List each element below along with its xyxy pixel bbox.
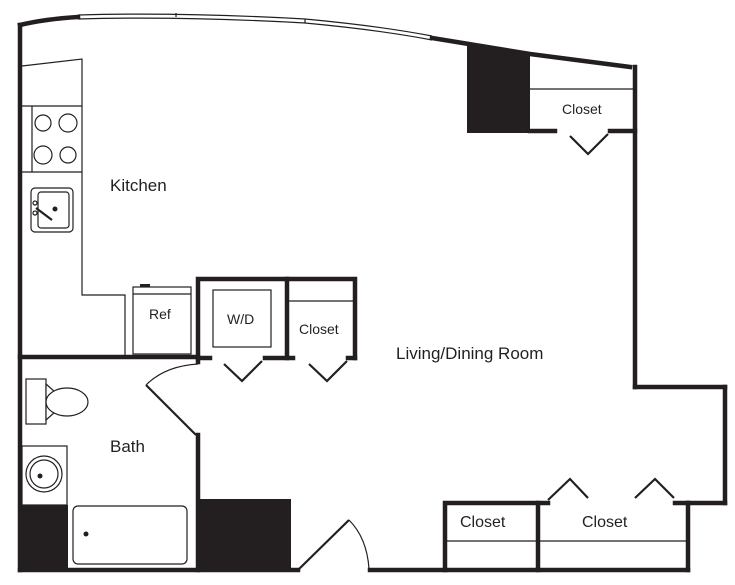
kitchen-sink-icon: [30, 187, 74, 233]
exterior-wall-top: [17, 13, 633, 70]
exterior-wall-right: [632, 64, 728, 506]
room-label-living-dining: Living/Dining Room: [396, 344, 544, 363]
entry-door: [298, 519, 370, 570]
closet-label-bottom-left: Closet: [460, 514, 506, 531]
structural-block-bath: [20, 505, 68, 570]
closet-label-top-right: Closet: [562, 101, 602, 117]
structural-column-top: [467, 44, 530, 133]
fixture-label-washer-dryer: W/D: [227, 311, 255, 327]
washer-dryer-icon: [212, 289, 272, 348]
structural-column-bottom: [198, 499, 291, 570]
fixture-label-refrigerator: Ref: [149, 306, 171, 322]
closet-top-right: [527, 88, 638, 156]
kitchen-counter: [21, 58, 126, 356]
closets-bottom: [442, 477, 691, 573]
bathtub-icon: [72, 505, 188, 565]
stove-icon: [33, 113, 78, 165]
bath-sink-icon: [21, 445, 68, 506]
room-label-bath: Bath: [110, 437, 145, 456]
room-label-kitchen: Kitchen: [110, 176, 167, 195]
bath-door: [145, 363, 199, 436]
laundry-closet-walls: [195, 276, 358, 383]
closet-label-bottom-right: Closet: [582, 514, 628, 531]
refrigerator-icon: [132, 284, 192, 355]
toilet-icon: [25, 378, 89, 425]
closet-label-hall: Closet: [299, 321, 339, 337]
